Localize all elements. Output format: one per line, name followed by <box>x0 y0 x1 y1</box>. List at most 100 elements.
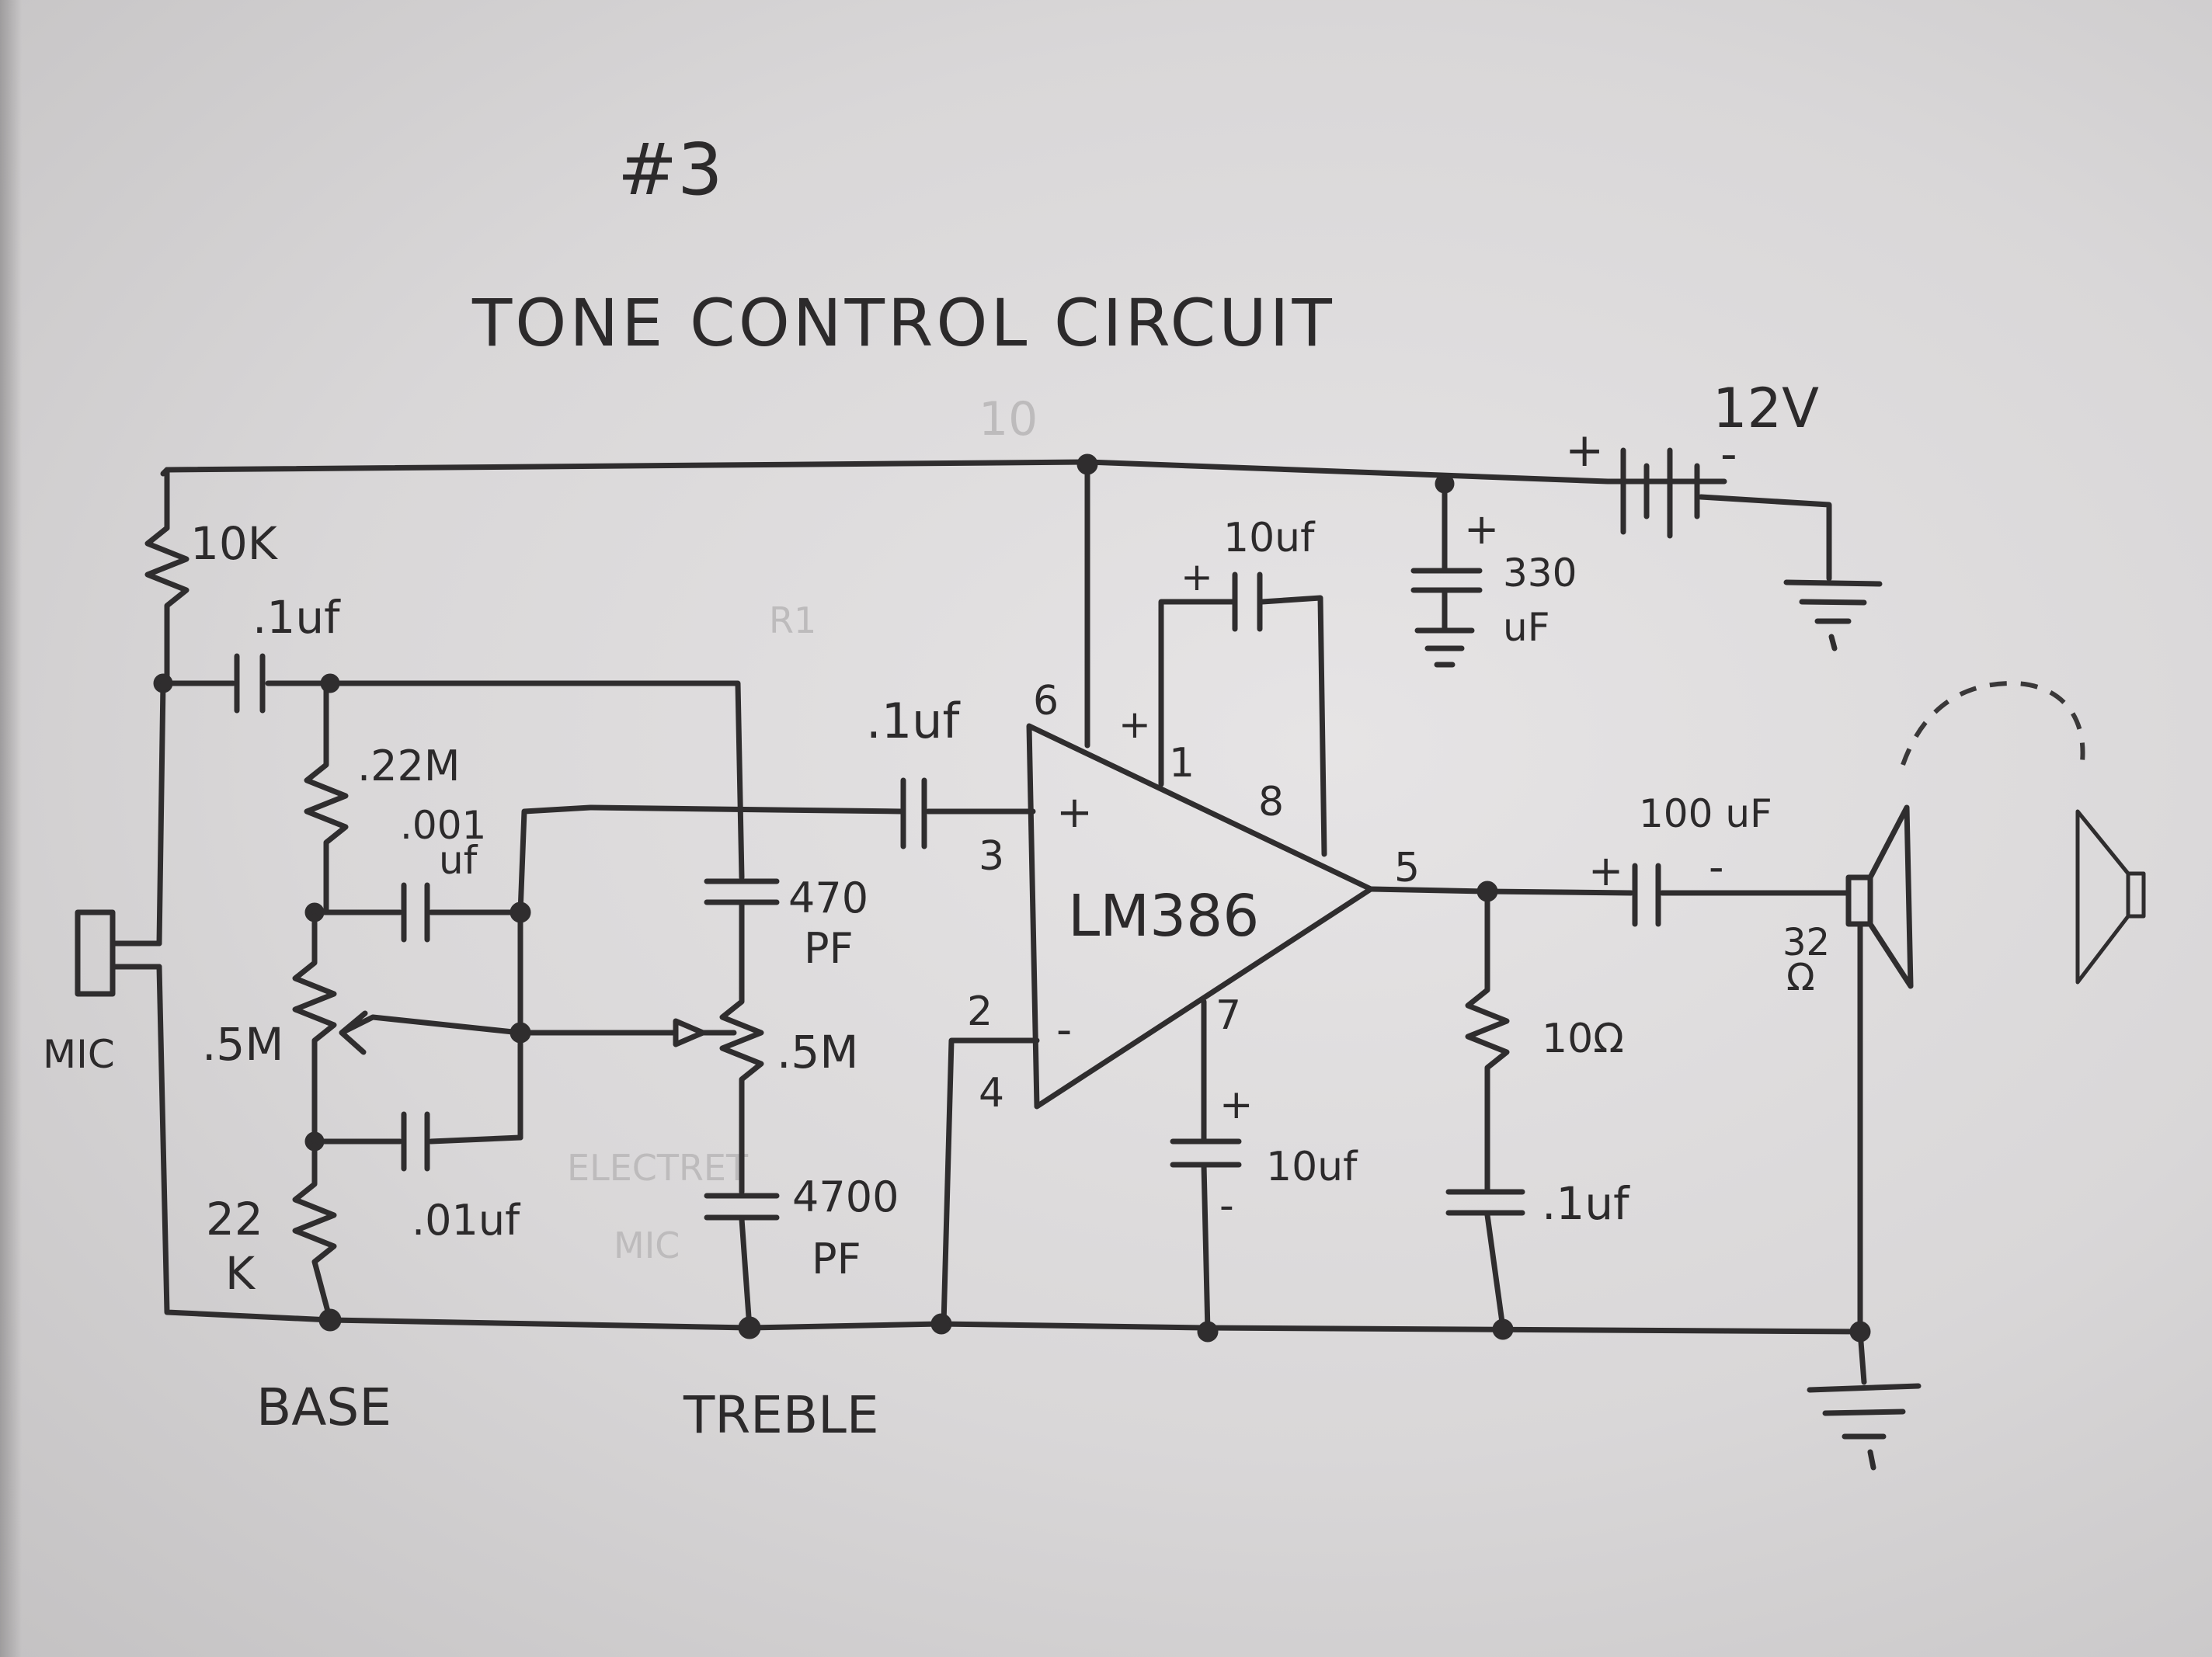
pin6-supply-node-dot <box>1076 453 1098 475</box>
capacitor-4700pf <box>704 1193 780 1221</box>
speaker-impedance-top: 32 <box>1782 921 1830 964</box>
treble-pot <box>719 901 764 1195</box>
input-cap-label: .1uf <box>252 591 341 644</box>
resistor-10-ohm-label: 10Ω <box>1542 1016 1624 1062</box>
capacitor-output-100uf <box>1632 863 1661 927</box>
treble-pot-wiper <box>517 1018 706 1047</box>
show-through-marks: 10 R1 ELECTRET MIC <box>567 392 1038 1266</box>
potentiometer-bass <box>292 913 337 1145</box>
pin-1-label: 1 <box>1169 740 1195 787</box>
treble-ground-node-dot <box>738 1316 761 1339</box>
cap-470-label-top: 470 <box>788 874 868 922</box>
circuit-title: TONE CONTROL CIRCUIT <box>471 285 1335 361</box>
supply-cap-value-top: 330 <box>1503 551 1577 596</box>
speaker-ground-node-dot <box>1849 1321 1871 1343</box>
circuit-number: #3 <box>617 128 723 211</box>
capacitor-bypass-10uf <box>1170 1138 1242 1168</box>
cap-4700-label-bottom: PF <box>812 1235 861 1284</box>
gain-cap-plus: + <box>1181 554 1213 599</box>
pin2-ground-node-dot <box>930 1313 952 1335</box>
zobel-cap-label: .1uf <box>1542 1177 1630 1230</box>
svg-text:MIC: MIC <box>614 1225 680 1266</box>
treble-pot-label: .5M <box>777 1026 858 1079</box>
capacitor-0001uf <box>401 882 430 943</box>
r-22k-label-bottom: K <box>225 1247 256 1300</box>
r-22k-label-top: 22 <box>206 1193 263 1245</box>
svg-text:R1: R1 <box>769 599 816 641</box>
pin-3-label: 3 <box>979 833 1004 880</box>
amp-input-cap-label: .1uf <box>866 693 961 749</box>
paper-edge-shadow <box>0 0 22 1657</box>
supply-cap-ground-symbol <box>1414 627 1475 668</box>
resistor-22k <box>292 1142 337 1323</box>
bass-01-cap-wire <box>311 1134 523 1145</box>
alt-speaker-dashed-link <box>1901 680 2085 769</box>
bypass-cap-wire <box>1201 999 1211 1335</box>
pin1-plus-mark: + <box>1118 702 1151 747</box>
supply-cap-plus: + <box>1464 505 1499 554</box>
supply-node-dot <box>1435 474 1455 494</box>
bypass-cap-plus: + <box>1219 1082 1254 1128</box>
speaker-impedance-bottom: Ω <box>1786 956 1815 999</box>
speaker-magnet <box>1845 874 1873 927</box>
resistor-10-ohm <box>1465 890 1510 1195</box>
svg-text:ELECTRET: ELECTRET <box>567 1147 749 1189</box>
pin-4-label: 4 <box>979 1070 1004 1117</box>
base-label: BASE <box>256 1377 391 1437</box>
battery-minus-label: - <box>1720 427 1737 481</box>
gain-cap-wire <box>1158 595 1327 857</box>
resistor-022m-label: .22M <box>357 742 460 790</box>
supply-cap-value-bottom: uF <box>1503 605 1549 650</box>
gain-cap-label: 10uf <box>1223 515 1316 561</box>
cap-470-label-bottom: PF <box>804 924 854 973</box>
cap-001-label: .01uf <box>412 1196 521 1245</box>
cap-0001-label-top: .001 <box>400 803 486 848</box>
speaker-return-wire <box>1857 921 1867 1385</box>
capacitor-470pf <box>704 878 780 905</box>
battery-to-ground-wire <box>1698 494 1832 582</box>
output-cap-label: 100 uF <box>1639 791 1772 836</box>
resistor-10k-label: 10K <box>190 517 279 570</box>
resistor-022m <box>304 684 349 915</box>
pin2-ground-wire <box>941 1037 1040 1327</box>
bypass-cap-label: 10uf <box>1266 1144 1358 1190</box>
mic-label: MIC <box>43 1032 115 1077</box>
treble-label: TREBLE <box>683 1385 879 1445</box>
pin7-ground-node-dot <box>1197 1321 1219 1343</box>
supply-rail-wire <box>160 459 1727 485</box>
zobel-ground-node-dot <box>1492 1318 1514 1340</box>
lm386-label: LM386 <box>1068 883 1259 950</box>
output-cap-plus: + <box>1588 846 1623 895</box>
capacitor-zobel-01uf <box>1445 1189 1525 1216</box>
cap-0001-label-bottom: uf <box>439 838 478 883</box>
capacitor-input-01uf <box>234 653 266 714</box>
input-cap-wire <box>160 680 745 881</box>
center-upper-node-dot <box>510 901 531 923</box>
capacitor-amp-input-01uf <box>900 777 927 849</box>
mic-leads <box>110 940 162 970</box>
battery-plus-label: + <box>1565 423 1604 478</box>
bass-pot-wiper <box>339 1010 523 1055</box>
capacitor-gain-10uf <box>1232 571 1263 632</box>
pin-5-label: 5 <box>1394 845 1420 891</box>
resistor-10k <box>144 525 190 686</box>
pin-6-label: 6 <box>1033 678 1059 724</box>
treble-ground-lead <box>739 1216 753 1331</box>
pin-7-label: 7 <box>1216 992 1241 1039</box>
zobel-ground-lead <box>1484 1212 1506 1331</box>
supply-capacitor-330uf <box>1410 568 1483 593</box>
capacitor-001uf <box>401 1111 430 1172</box>
mic-body <box>75 909 116 997</box>
speaker-cone <box>1867 804 1914 989</box>
battery-ground-symbol <box>1783 579 1883 651</box>
pin-8-label: 8 <box>1258 779 1284 825</box>
bass-pot-label: .5M <box>202 1018 283 1071</box>
alt-speaker-outline <box>2075 809 2146 985</box>
bypass-cap-minus: - <box>1219 1183 1234 1229</box>
lm386-plus-input: + <box>1056 787 1093 838</box>
battery-voltage-label: 12V <box>1713 377 1819 440</box>
svg-text:10: 10 <box>979 392 1038 446</box>
output-cap-minus: - <box>1709 842 1724 891</box>
